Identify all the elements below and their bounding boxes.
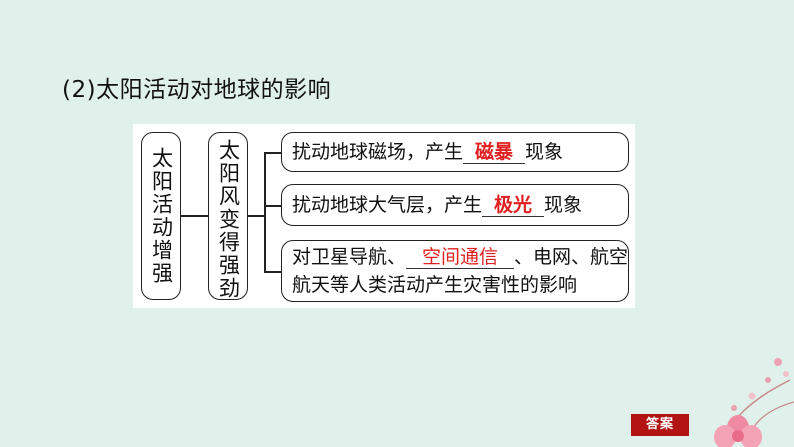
flower-decoration [690, 340, 794, 447]
effect-text-after: 、电网、航空 [514, 246, 628, 268]
section-heading: (2)太阳活动对地球的影响 [62, 70, 331, 104]
effect-text-before: 扰动地球大气层，产生 [292, 194, 482, 216]
middle-label: 太阳风变得强劲 [218, 139, 239, 300]
answer-blank-aurora: 极光 [482, 194, 544, 217]
connector-trunk [248, 215, 265, 217]
root-label: 太阳活动增强 [151, 147, 172, 285]
effect-text-before: 对卫星导航、 [292, 246, 406, 268]
effect-line-2: 航天等人类活动产生灾害性的影响 [292, 271, 628, 299]
effect-text-before: 扰动地球磁场，产生 [292, 141, 463, 163]
connector-branch-1 [264, 152, 281, 154]
answer-blank-magnetic-storm: 磁暴 [463, 141, 525, 164]
effect-box-human-activity: 对卫星导航、空间通信、电网、航空 航天等人类活动产生灾害性的影响 [281, 240, 629, 302]
effect-line-1: 对卫星导航、空间通信、电网、航空 [292, 243, 628, 271]
effect-text-after: 现象 [544, 194, 582, 216]
concept-diagram: 太阳活动增强 太阳风变得强劲 扰动地球磁场，产生磁暴现象 扰动地球大气层，产生极… [133, 124, 635, 308]
effect-box-geomagnetic: 扰动地球磁场，产生磁暴现象 [281, 132, 629, 172]
answer-button[interactable]: 答案 [631, 414, 689, 436]
connector-spine [264, 152, 266, 272]
answer-blank-space-communication: 空间通信 [406, 246, 514, 269]
effect-box-atmosphere: 扰动地球大气层，产生极光现象 [281, 184, 629, 226]
connector-branch-3 [264, 271, 281, 273]
root-box: 太阳活动增强 [141, 132, 181, 300]
middle-box: 太阳风变得强劲 [208, 132, 248, 300]
connector-branch-2 [264, 205, 281, 207]
connector-root [181, 215, 208, 217]
effect-text-after: 现象 [525, 141, 563, 163]
